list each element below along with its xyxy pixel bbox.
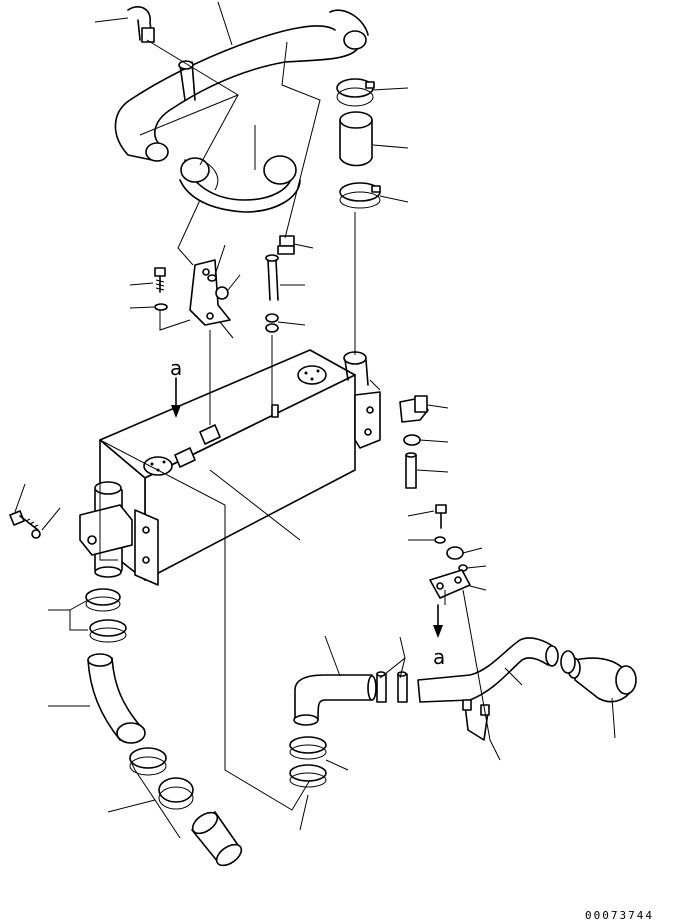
tank-inlet-pipe — [79, 481, 133, 578]
bent-hose-lower — [293, 674, 377, 726]
mounting-bracket-upper — [189, 259, 231, 326]
view-label-lower: a — [433, 645, 445, 669]
hose-clamp-left-1 — [85, 588, 121, 612]
hose-clamp-left-4 — [158, 777, 194, 810]
small-tube-right — [405, 452, 417, 489]
washer-upper-2 — [207, 274, 217, 282]
hose-clamp-top-1 — [336, 78, 375, 107]
washer-right — [434, 536, 446, 544]
hose-clamp-left-2 — [89, 619, 127, 643]
mounting-bracket-lower — [429, 569, 471, 599]
bolt-left — [9, 510, 39, 531]
view-arrow-upper — [171, 377, 181, 418]
straight-hose-left — [191, 811, 243, 867]
long-hose-right — [417, 637, 559, 703]
bolt-upper — [154, 267, 166, 293]
tank-mounting-flange-left — [134, 509, 159, 586]
hose-clamp-lower-2 — [289, 764, 327, 788]
connector-fitting-right — [399, 395, 429, 423]
hose-clamp-lower-1 — [289, 736, 327, 760]
small-pipe — [265, 254, 279, 301]
hose-sleeve-top — [339, 111, 373, 167]
view-label-upper: a — [170, 356, 182, 380]
tank-mounting-flange-right — [354, 391, 381, 449]
clip-small — [265, 313, 279, 333]
hose-clamp-left-3 — [129, 747, 167, 776]
small-hose-right — [462, 699, 490, 741]
elbow-hose-right — [567, 657, 637, 703]
nut-upper — [215, 286, 229, 300]
elbow-hose-left — [87, 653, 146, 744]
bolt-right — [435, 504, 447, 529]
washer-left — [31, 529, 41, 539]
middle-bent-hose — [179, 155, 301, 213]
nut-right — [403, 434, 421, 446]
vertical-stub-hose — [178, 60, 196, 101]
small-elbow-hose — [127, 6, 155, 43]
washer-upper — [154, 303, 168, 311]
hose-clamp-right — [560, 650, 576, 674]
tank-outlet-top — [343, 351, 369, 386]
nut-right-2 — [446, 546, 464, 560]
hose-clamp-top-2 — [339, 182, 381, 209]
leader-lines — [14, 1, 616, 839]
view-arrow-lower — [433, 604, 443, 638]
hose-connector-small — [277, 235, 295, 255]
document-number: 00073744 — [585, 909, 654, 922]
